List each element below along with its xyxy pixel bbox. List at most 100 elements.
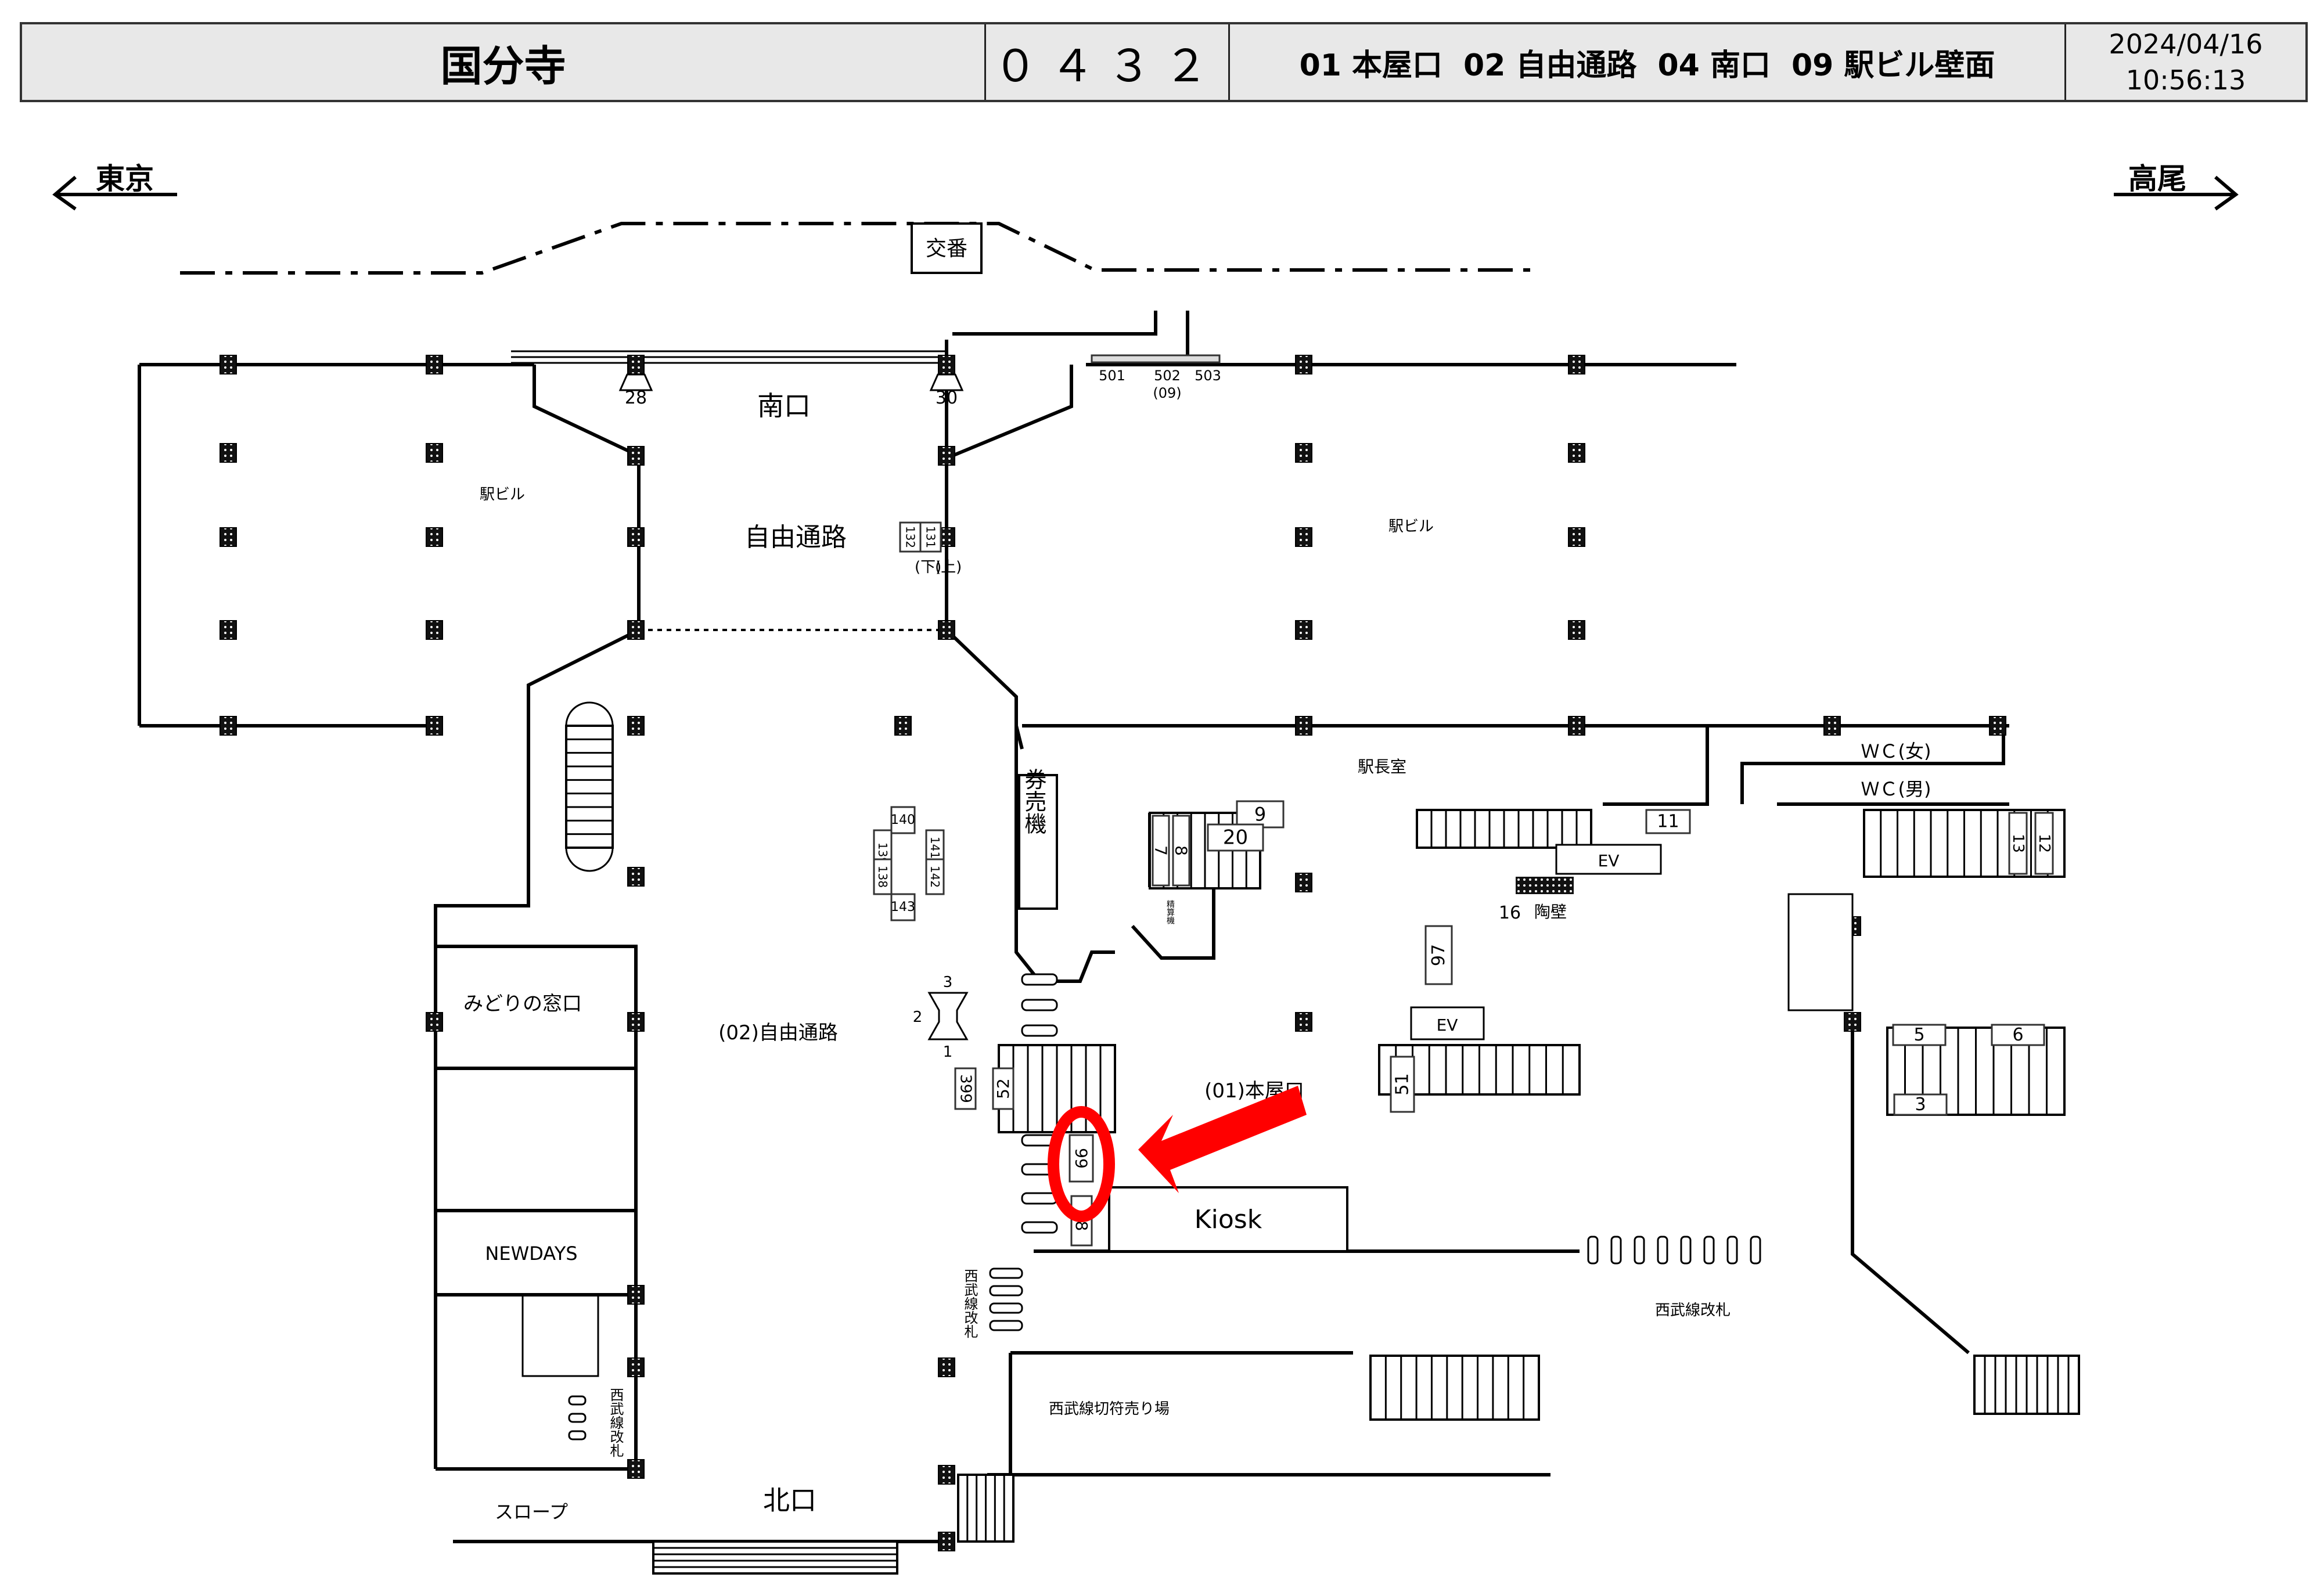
spot-52: 52 — [994, 1078, 1013, 1099]
free-passage-02-label: (02)自由通路 — [718, 1021, 838, 1045]
slope-label: スロープ — [495, 1501, 568, 1523]
pillar-icon — [426, 355, 443, 374]
spot-8: 8 — [1172, 845, 1191, 856]
spot-52-box — [992, 1067, 1014, 1110]
spot-501: 501 — [1099, 368, 1125, 384]
elevator-2 — [1410, 1006, 1485, 1040]
spot-p2: 2 — [913, 1009, 923, 1026]
spot-399-box — [954, 1067, 977, 1110]
timestamp: 2024/04/16 10:56:13 — [2066, 24, 2305, 100]
pillar-icon — [1844, 1012, 1861, 1032]
pillar-icon — [1295, 355, 1312, 374]
pillar-icon — [627, 355, 645, 374]
station-code: ０４３２ — [986, 24, 1230, 100]
stair-curve — [565, 701, 614, 872]
pillar-icon — [1295, 527, 1312, 547]
spot-143-box — [890, 893, 916, 921]
pillar-icon — [627, 716, 645, 736]
spot-140: 140 — [891, 813, 915, 827]
spot-3-box — [1893, 1093, 1948, 1116]
pillar-icon — [938, 1465, 955, 1485]
pillar-ad-icon — [927, 992, 969, 1040]
ceramic-wall — [1516, 877, 1574, 894]
spot-99-box — [1069, 1134, 1094, 1183]
north-exit-label: 北口 — [763, 1485, 816, 1516]
pillar-icon — [1568, 716, 1585, 736]
station-building-right-label: 駅ビル — [1388, 518, 1434, 535]
pillar-icon — [426, 443, 443, 463]
pillar-icon — [627, 527, 645, 547]
spot-30: 30 — [936, 388, 958, 408]
staircases — [565, 701, 2080, 1575]
exit-list: 01 本屋口 02 自由通路 04 南口 09 駅ビル壁面 — [1230, 24, 2066, 100]
exit-item: 02 自由通路 — [1463, 48, 1637, 83]
newdays-label: NEWDAYS — [485, 1243, 577, 1265]
spot-20: 20 — [1223, 826, 1248, 849]
direction-right-label: 高尾 — [2128, 162, 2186, 196]
gate-bar — [1021, 1221, 1058, 1234]
pillar-icon — [627, 1459, 645, 1479]
pillar-icon — [426, 716, 443, 736]
pillar-icon — [627, 1285, 645, 1305]
spot-51-box — [1390, 1056, 1415, 1113]
date: 2024/04/16 — [2109, 28, 2263, 60]
room-box — [1787, 893, 1854, 1011]
pillar-icon — [220, 527, 237, 547]
spot-399: 399 — [957, 1074, 974, 1103]
spot-131: 131 — [924, 526, 938, 548]
pillar-icon — [1295, 443, 1312, 463]
spot-132: 132 — [904, 526, 918, 548]
boundary-line — [180, 222, 1539, 275]
staircase-oval — [565, 725, 614, 849]
spot-12: 12 — [2035, 834, 2053, 853]
midori-window-label: みどりの窓口 — [463, 992, 582, 1015]
gate-bar — [1021, 999, 1058, 1011]
pillar-icon — [938, 355, 955, 374]
gate-bar — [989, 1320, 1023, 1331]
wc-male-label: ＷＣ(男) — [1861, 778, 1931, 800]
pillar-icon — [220, 355, 237, 374]
speaker-icon — [929, 373, 964, 391]
pillar-icon — [1568, 355, 1585, 374]
pillar-icon — [220, 620, 237, 640]
spot-138: 138 — [876, 866, 890, 888]
spot-7: 7 — [1152, 845, 1171, 856]
spot-503: 503 — [1195, 368, 1221, 384]
gate-bar — [1021, 1024, 1058, 1037]
pillar-icon — [1568, 620, 1585, 640]
pillar-icon — [220, 443, 237, 463]
kiosk-label: Kiosk — [1195, 1205, 1262, 1234]
ev1-label: EV — [1598, 851, 1620, 870]
pillar-icon — [627, 620, 645, 640]
pillar-icon — [1295, 873, 1312, 892]
down-label: (下) — [915, 559, 941, 576]
ticket-machines-label: 券売機 — [1021, 768, 1046, 834]
spot-138-box — [873, 858, 893, 895]
gate-bar — [1657, 1236, 1668, 1265]
highlight-marker — [1048, 1086, 1307, 1222]
spot-p1: 1 — [943, 1043, 953, 1061]
spot-5-box — [1892, 1024, 1947, 1046]
pillar-icon — [426, 527, 443, 547]
pillar-icon — [938, 446, 955, 466]
spot-51: 51 — [1393, 1073, 1413, 1095]
speaker-icon — [618, 373, 653, 391]
gate-bar — [1680, 1236, 1692, 1265]
pillar-icon — [938, 620, 955, 640]
seibu-ticket-office-label: 西武線切符売り場 — [1049, 1400, 1170, 1418]
steps-north-exit — [652, 1540, 898, 1575]
pillar-icon — [1295, 1012, 1312, 1032]
pillar-icon — [627, 867, 645, 887]
exit-item: 09 駅ビル壁面 — [1791, 48, 1995, 83]
exit-item: 01 本屋口 — [1299, 48, 1443, 83]
spot-131-box — [919, 521, 942, 553]
gate-bar — [1021, 1192, 1058, 1205]
spot-9: 9 — [1254, 804, 1266, 826]
pillar-icon — [426, 620, 443, 640]
settlement-label: 精算機 — [1165, 900, 1175, 925]
police-box-label: 交番 — [926, 237, 967, 261]
staircase-seibu — [1369, 1355, 1540, 1421]
pillar-icon — [894, 716, 912, 736]
spot-11-box — [1645, 809, 1691, 834]
pillar-icon — [1989, 716, 2006, 736]
